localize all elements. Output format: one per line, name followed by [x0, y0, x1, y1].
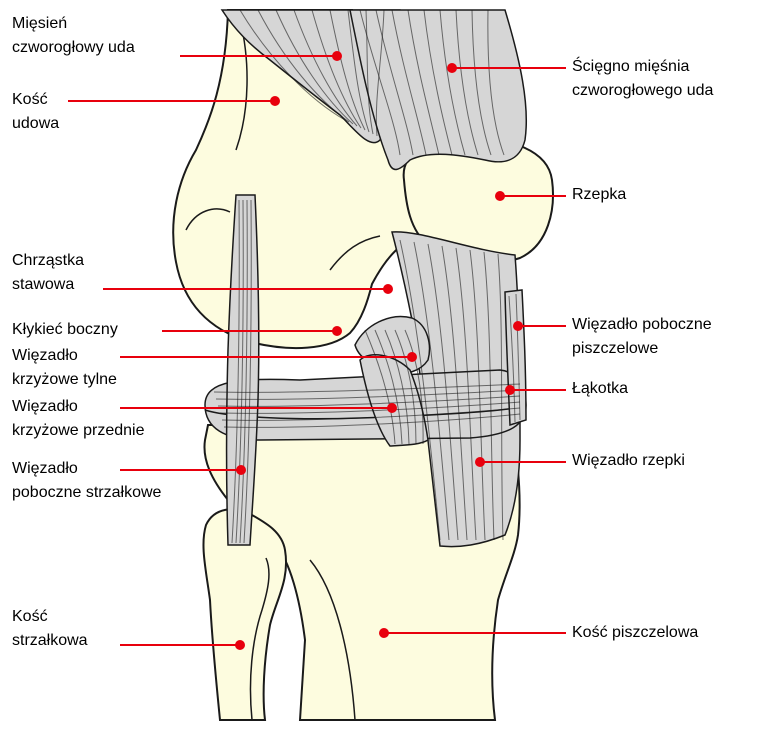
- ligament-fibre: [223, 413, 521, 428]
- leader-dot-tibia: [379, 628, 389, 638]
- ligament-fibre: [423, 9, 453, 156]
- label-fibular-collateral-line2: poboczne strzałkowe: [12, 484, 162, 501]
- ligament-fibre: [508, 295, 516, 423]
- leader-dot-tibial-collateral: [513, 321, 523, 331]
- ligament-fibre: [455, 247, 477, 541]
- ligament-fibre: [374, 329, 403, 445]
- label-lateral-condyle: Kłykieć boczny: [12, 321, 118, 338]
- ligament-fibre: [365, 9, 374, 135]
- ligament-fibre: [515, 293, 521, 421]
- ligament-fibre: [213, 383, 521, 393]
- ligament-fibre: [235, 199, 244, 544]
- label-fibula-line2: strzałkowa: [12, 632, 88, 649]
- label-pcl: Więzadło krzyżowe tylne: [12, 344, 117, 392]
- ligament-fibre: [439, 9, 466, 156]
- leader-dot-fibula: [235, 640, 245, 650]
- ligament-fibre: [384, 329, 410, 445]
- label-acl-line1: Więzadło: [12, 398, 78, 415]
- leader-dot-meniscus: [505, 385, 515, 395]
- label-tibia: Kość piszczelowa: [572, 624, 699, 641]
- label-quadriceps-line1: Mięsień: [12, 15, 68, 32]
- label-meniscus: Łąkotka: [572, 380, 629, 397]
- ligament-fibre: [471, 9, 492, 156]
- ligament-fibre: [293, 9, 358, 127]
- leader-dot-femur: [270, 96, 280, 106]
- label-fibular-collateral-line1: Więzadło: [12, 460, 78, 477]
- label-quadriceps-tendon: Ścięgno mięśnia czworogłowego uda: [572, 55, 713, 103]
- label-quadriceps-tendon-line2: czworogłowego uda: [572, 82, 714, 99]
- label-femur: Kość udowa: [12, 88, 59, 136]
- label-quadriceps-line2: czworogłowy uda: [12, 39, 135, 56]
- label-tibial-collateral: Więzadło poboczne piszczelowe: [572, 313, 712, 361]
- ligament-fibre: [364, 329, 396, 445]
- leader-dot-cartilage: [383, 284, 393, 294]
- ligament-fibre: [257, 9, 350, 123]
- ligament-fibre: [275, 9, 354, 125]
- ligament-fibre: [217, 395, 521, 407]
- ligament-fibre: [487, 9, 505, 156]
- ligament-fibre: [347, 9, 370, 133]
- ligament-fibre: [311, 9, 362, 129]
- ligament-fibre: [483, 251, 495, 541]
- leader-dot-acl: [387, 403, 397, 413]
- ligament-fibre: [407, 9, 440, 156]
- leader-dot-quadriceps-tendon: [447, 63, 457, 73]
- label-femur-line1: Kość: [12, 91, 48, 108]
- ligament-fibre: [231, 199, 240, 544]
- leader-dot-patellar-ligament: [475, 457, 485, 467]
- ligament-fibre: [215, 389, 521, 400]
- ligament-fibre: [497, 253, 504, 541]
- label-fibula: Kość strzałkowa: [12, 605, 88, 653]
- leader-dot-quadriceps: [332, 51, 342, 61]
- ligament-fibre: [394, 329, 417, 445]
- label-patellar-ligament: Więzadło rzepki: [572, 452, 685, 469]
- ligament-fibre: [239, 9, 346, 121]
- tibia-contour: [309, 559, 356, 721]
- label-cartilage: Chrząstka stawowa: [12, 249, 84, 297]
- label-acl-line2: krzyżowe przednie: [12, 422, 145, 439]
- fibula-contour: [249, 557, 270, 721]
- ligament-fibre: [375, 9, 385, 137]
- ligament-fibre: [399, 239, 441, 541]
- label-fibular-collateral: Więzadło poboczne strzałkowe: [12, 457, 161, 505]
- label-pcl-line1: Więzadło: [12, 347, 78, 364]
- ligament-fibre: [221, 407, 521, 421]
- leader-dot-lateral-condyle: [332, 326, 342, 336]
- label-pcl-line2: krzyżowe tylne: [12, 371, 117, 388]
- ligament-fibers: [213, 9, 521, 544]
- ligament-fibre: [413, 241, 450, 541]
- label-quadriceps-tendon-line1: Ścięgno mięśnia: [572, 58, 690, 75]
- leader-dot-pcl: [407, 352, 417, 362]
- label-fibula-line1: Kość: [12, 608, 48, 625]
- ligament-fibre: [243, 199, 252, 544]
- ligament-fibre: [404, 329, 424, 445]
- ligament-fibre: [391, 9, 427, 156]
- ligament-fibre: [359, 9, 401, 156]
- leader-lines: [68, 51, 566, 650]
- label-patella: Rzepka: [572, 186, 627, 203]
- ligament-fibre: [455, 9, 479, 156]
- leader-dot-fibular-collateral: [236, 465, 246, 475]
- ligament-fibre: [329, 9, 366, 131]
- label-cartilage-line1: Chrząstka: [12, 252, 85, 269]
- leader-dot-patella: [495, 191, 505, 201]
- label-tibial-collateral-line2: piszczelowe: [572, 340, 659, 357]
- ligament-fibre: [469, 249, 486, 541]
- label-tibial-collateral-line1: Więzadło poboczne: [572, 316, 712, 333]
- ligament-fibre: [219, 401, 521, 414]
- label-femur-line2: udowa: [12, 115, 60, 132]
- label-acl: Więzadło krzyżowe przednie: [12, 395, 145, 443]
- ligament-fibre: [375, 9, 414, 156]
- ligament-fibre: [239, 199, 248, 544]
- acl-shape: [359, 354, 429, 447]
- label-quadriceps: Mięsień czworogłowy uda: [12, 12, 135, 60]
- label-cartilage-line2: stawowa: [12, 276, 75, 293]
